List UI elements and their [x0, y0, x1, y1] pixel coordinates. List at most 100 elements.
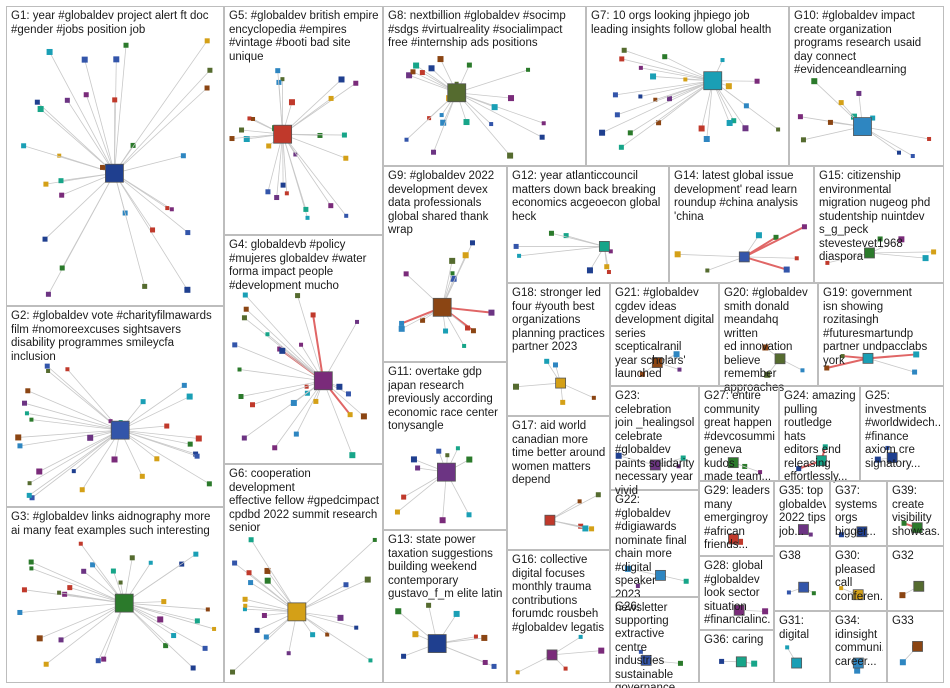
group-box-g8[interactable]: G8: nextbillion #globaldev #socimp #sdgs… [383, 6, 586, 166]
edge-line [707, 256, 745, 271]
group-box-g23[interactable]: G23: celebration join _healingsol celebr… [610, 386, 699, 497]
group-box-g32[interactable]: G32 [887, 546, 944, 611]
group-box-g11[interactable]: G11: overtake gdp japan research previou… [383, 362, 507, 530]
group-label-g29: G29: leaders many emergingroy #african f… [704, 485, 770, 551]
group-box-g20[interactable]: G20: #globaldev smith donald meandahq wr… [719, 283, 818, 394]
node-marker [108, 419, 113, 424]
group-box-g27[interactable]: G27: entire community great happen #devc… [699, 386, 779, 483]
group-box-g25[interactable]: G25: investments #worldwidech... #financ… [860, 386, 944, 481]
edge-line [120, 429, 199, 439]
group-box-g28[interactable]: G28: global #globaldev look sector situa… [699, 556, 774, 630]
group-label-g8: G8: nextbillion #globaldev #socimp #sdgs… [388, 10, 566, 49]
node-marker [650, 73, 657, 80]
group-box-g24[interactable]: G24: amazing pulling routledge hats edit… [779, 386, 860, 483]
edge-line [706, 80, 714, 140]
group-box-g30[interactable]: G30: pleased call conferen... [830, 546, 887, 611]
node-marker [58, 637, 64, 643]
node-marker [241, 435, 247, 441]
node-marker [169, 207, 174, 212]
group-box-g38[interactable]: G38 [774, 546, 830, 611]
group-box-g16[interactable]: G16: collective digital focuses monthly … [507, 550, 610, 683]
group-box-g12[interactable]: G12: year atlanticcouncil matters down b… [507, 166, 669, 283]
node-marker [207, 67, 213, 73]
edge-line [124, 553, 197, 604]
node-marker [839, 586, 844, 591]
edge-line [123, 602, 194, 669]
node-marker [21, 587, 27, 593]
group-box-g17[interactable]: G17: aid world canadian more time better… [507, 416, 610, 550]
node-marker [726, 119, 733, 126]
node-marker [266, 143, 272, 149]
group-box-g18[interactable]: G18: stronger led four #youth best organ… [507, 283, 610, 416]
node-marker [635, 583, 640, 588]
group-label-g6: G6: cooperation development effective fe… [229, 468, 379, 534]
node-marker [627, 130, 633, 136]
node-marker [248, 580, 254, 586]
node-marker [148, 560, 153, 565]
node-marker [204, 38, 210, 44]
node-marker [71, 469, 76, 474]
group-box-g31[interactable]: G31: digital [774, 611, 830, 683]
node-marker [286, 651, 291, 656]
hub-node [912, 641, 923, 652]
node-marker [589, 526, 595, 532]
group-box-g35[interactable]: G35: top globaldev 2022 tips job... [774, 481, 830, 546]
node-marker [677, 660, 683, 666]
group-box-g7[interactable]: G7: 10 orgs looking jhpiego job leading … [586, 6, 789, 166]
edge-line [274, 380, 324, 449]
node-marker [398, 325, 405, 332]
node-marker [513, 243, 519, 249]
edge-line [59, 592, 125, 604]
node-marker [36, 468, 43, 475]
node-marker [482, 659, 488, 665]
node-marker [28, 559, 34, 565]
node-marker [187, 441, 193, 447]
group-box-g10[interactable]: G10: #globaldev impact create organizati… [789, 6, 944, 166]
node-marker [465, 325, 471, 331]
hub-node [852, 657, 864, 669]
node-marker [241, 315, 247, 321]
group-label-g22: G22: #globaldev #digiawards nominate fin… [615, 494, 687, 614]
group-box-g13[interactable]: G13: state power taxation suggestions bu… [383, 530, 507, 683]
node-marker [193, 551, 199, 557]
group-box-g6[interactable]: G6: cooperation development effective fe… [224, 464, 383, 683]
group-box-g36[interactable]: G36: caring [699, 630, 774, 683]
group-box-g14[interactable]: G14: latest global issue development' re… [669, 166, 814, 283]
node-marker [673, 351, 680, 358]
hub-node [735, 656, 747, 668]
group-box-g22[interactable]: G22: #globaldev #digiawards nominate fin… [610, 490, 699, 614]
group-box-g39[interactable]: G39: create visibility showcas... [887, 481, 944, 546]
edge-line [81, 429, 121, 490]
group-box-g1[interactable]: G1: year #globaldev project alert ft doc… [6, 6, 224, 306]
hub-node [853, 117, 872, 136]
node-marker [410, 456, 417, 463]
hub-node [703, 71, 723, 91]
group-box-g37[interactable]: G37: systems orgs bigger... [830, 481, 887, 546]
node-marker [473, 634, 478, 639]
node-marker [854, 667, 861, 674]
group-box-g3[interactable]: G3: #globaldev links aidnography more ai… [6, 507, 224, 683]
group-box-g2[interactable]: G2: #globaldev vote #charityfilmawards f… [6, 306, 224, 507]
hub-node [432, 297, 452, 317]
group-box-g33[interactable]: G33 [887, 611, 944, 683]
edge-line [19, 602, 125, 613]
edge-line [322, 321, 358, 381]
node-marker [229, 136, 235, 142]
node-marker [310, 312, 316, 318]
group-box-g15[interactable]: G15: citizenship environmental migration… [814, 166, 944, 283]
group-box-g4[interactable]: G4: globaldevb #policy #mujeres globalde… [224, 235, 383, 464]
node-marker [507, 152, 514, 159]
edge-line [515, 382, 561, 388]
node-marker [619, 56, 625, 62]
group-box-g9[interactable]: G9: #globaldev 2022 development devex da… [383, 166, 507, 362]
group-box-g26[interactable]: G26: supporting extractive centre indust… [610, 597, 699, 688]
edge-line [615, 80, 713, 96]
edge-line [18, 429, 121, 438]
node-marker [345, 391, 351, 397]
group-box-g21[interactable]: G21: #globaldev cgdev ideas development … [610, 283, 719, 386]
group-box-g19[interactable]: G19: government isn showing rozitasingh … [818, 283, 944, 386]
group-box-g34[interactable]: G34: idinsight communi... career... [830, 611, 887, 683]
group-box-g5[interactable]: G5: #globaldev british empire encycloped… [224, 6, 383, 235]
group-box-g29[interactable]: G29: leaders many emergingroy #african f… [699, 481, 774, 556]
node-marker [415, 465, 421, 471]
